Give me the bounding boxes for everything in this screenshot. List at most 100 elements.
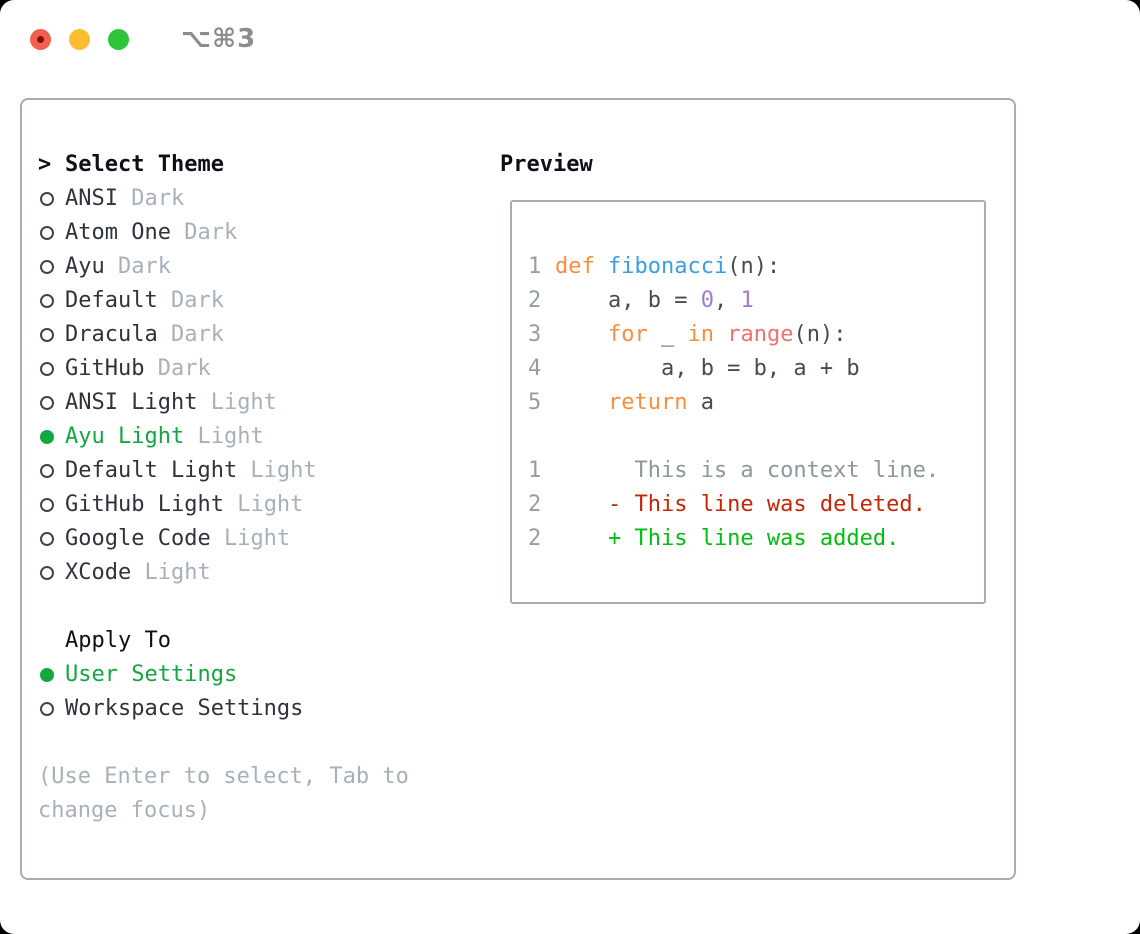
token-plain: a, b = bbox=[555, 288, 701, 313]
radio-icon bbox=[40, 532, 54, 546]
token-plain: a, b = b, a + b bbox=[555, 356, 860, 381]
token-plain: a bbox=[687, 390, 714, 415]
theme-option-selected[interactable]: Ayu Light Light bbox=[38, 420, 409, 454]
code-line: 1 This is a context line. bbox=[528, 454, 939, 488]
token-plain: _ bbox=[647, 322, 688, 347]
theme-option[interactable]: GitHub Dark bbox=[38, 352, 409, 386]
line-number: 5 bbox=[528, 390, 542, 415]
radio-selected-icon bbox=[40, 430, 54, 444]
option-tag: Dark bbox=[157, 288, 224, 313]
line-number: 2 bbox=[528, 492, 542, 517]
option-label: Ayu bbox=[65, 254, 105, 279]
theme-option[interactable]: XCode Light bbox=[38, 556, 409, 590]
help-line: change focus) bbox=[38, 798, 211, 823]
radio-icon bbox=[40, 566, 54, 580]
preview-header: Preview bbox=[500, 152, 593, 177]
code-line: 3 for _ in range(n): bbox=[528, 318, 939, 352]
close-dot-icon bbox=[37, 35, 44, 43]
token-plain: (n): bbox=[727, 254, 781, 279]
line-number: 1 bbox=[528, 254, 542, 279]
option-tag: Dark bbox=[170, 220, 238, 245]
token-kw: for bbox=[607, 322, 648, 347]
line-number: 3 bbox=[528, 322, 542, 347]
code-line: 2 + This line was added. bbox=[528, 522, 939, 556]
token-kw: return bbox=[607, 390, 688, 415]
code-line: 2 - This line was deleted. bbox=[528, 488, 939, 522]
option-label: ANSI Light bbox=[65, 390, 198, 415]
theme-option[interactable]: Google Code Light bbox=[38, 522, 409, 556]
code-line: 4 a, b = b, a + b bbox=[528, 352, 939, 386]
token-num: 1 bbox=[740, 288, 754, 313]
option-label: Workspace Settings bbox=[65, 696, 304, 721]
option-tag: Light bbox=[237, 458, 317, 483]
code-line: 5 return a bbox=[528, 386, 939, 420]
theme-option[interactable]: ANSI Dark bbox=[38, 182, 409, 216]
token-plain: , bbox=[713, 288, 741, 313]
token-plain bbox=[714, 318, 727, 352]
token-add: + This line was added. bbox=[555, 526, 900, 551]
option-label: Default Light bbox=[65, 458, 238, 483]
help-text: (Use Enter to select, Tab to change focu… bbox=[38, 760, 409, 828]
line-number: 4 bbox=[528, 356, 542, 381]
option-tag: Light bbox=[210, 526, 291, 551]
option-tag: Light bbox=[223, 492, 304, 517]
option-label: Dracula bbox=[65, 322, 158, 347]
select-theme-title: Select Theme bbox=[65, 152, 224, 177]
maximize-button[interactable] bbox=[108, 28, 129, 50]
theme-option[interactable]: Default Light Light bbox=[38, 454, 409, 488]
apply-to-header: Apply To bbox=[65, 628, 171, 653]
option-tag: Dark bbox=[117, 186, 185, 211]
blank-line bbox=[528, 420, 939, 454]
close-button[interactable] bbox=[30, 28, 51, 50]
radio-icon bbox=[40, 294, 54, 308]
radio-icon bbox=[40, 464, 54, 478]
token-ctx: This is a context line. bbox=[555, 458, 940, 483]
line-number: 2 bbox=[528, 526, 542, 551]
radio-icon bbox=[40, 260, 54, 274]
option-label: GitHub Light bbox=[65, 492, 224, 517]
option-label: GitHub bbox=[65, 356, 145, 381]
theme-option[interactable]: Default Dark bbox=[38, 284, 409, 318]
token-kw: in bbox=[687, 322, 714, 347]
option-tag: Light bbox=[184, 424, 264, 449]
radio-icon bbox=[40, 396, 54, 410]
select-theme-header: >Select Theme bbox=[38, 148, 409, 182]
option-label: User Settings bbox=[65, 662, 238, 687]
option-label: Default bbox=[65, 288, 158, 313]
theme-option[interactable]: ANSI Light Light bbox=[38, 386, 409, 420]
minimize-button[interactable] bbox=[69, 28, 90, 50]
option-tag: Dark bbox=[104, 254, 171, 279]
code-line: 2 a, b = 0, 1 bbox=[528, 284, 939, 318]
radio-icon bbox=[40, 362, 54, 376]
option-label: Google Code bbox=[65, 526, 211, 551]
line-number: 1 bbox=[528, 458, 542, 483]
token-plain: (n): bbox=[793, 322, 847, 347]
token-kw: def bbox=[555, 254, 595, 279]
apply-option[interactable]: Workspace Settings bbox=[38, 692, 409, 726]
token-call: range bbox=[727, 322, 794, 347]
option-tag: Dark bbox=[144, 356, 211, 381]
theme-option[interactable]: Atom One Dark bbox=[38, 216, 409, 250]
option-tag: Light bbox=[197, 390, 277, 415]
theme-option[interactable]: Dracula Dark bbox=[38, 318, 409, 352]
radio-icon bbox=[40, 328, 54, 342]
token-plain bbox=[555, 386, 608, 420]
apply-option-selected[interactable]: User Settings bbox=[38, 658, 409, 692]
theme-option[interactable]: Ayu Dark bbox=[38, 250, 409, 284]
option-label: ANSI bbox=[65, 186, 118, 211]
option-tag: Dark bbox=[157, 322, 224, 347]
spacer bbox=[38, 590, 409, 624]
token-num: 0 bbox=[700, 288, 714, 313]
token-del: - This line was deleted. bbox=[555, 492, 926, 517]
window-title: ⌥⌘3 bbox=[181, 24, 257, 54]
radio-icon bbox=[40, 192, 54, 206]
theme-option[interactable]: GitHub Light Light bbox=[38, 488, 409, 522]
help-line: (Use Enter to select, Tab to bbox=[38, 764, 409, 789]
